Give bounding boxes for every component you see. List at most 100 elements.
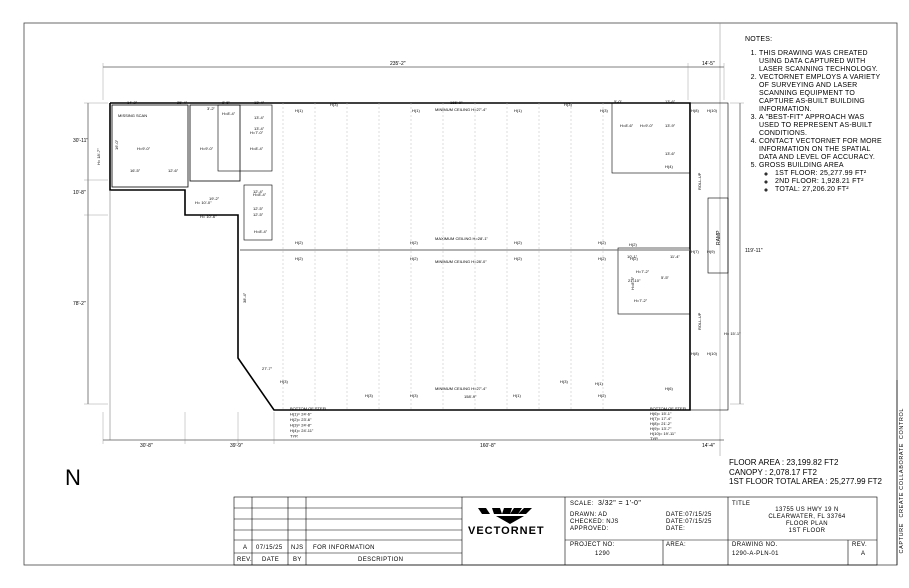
steel-right-line: H(9)= 13'-7" xyxy=(650,426,672,431)
area-label: AREA: xyxy=(666,542,687,548)
steel-left-line: H(2)= 23'-6" xyxy=(290,417,312,422)
interior-dim: 8'-5" xyxy=(222,100,231,105)
dim-left-1: 30'-11" xyxy=(73,138,88,144)
interior-dim: 14'-2" xyxy=(127,100,138,105)
height-tag: H(2) xyxy=(410,256,418,261)
height-tag: H(3) xyxy=(280,379,288,384)
note-item: VECTORNET EMPLOYS A VARIETY OF SURVEYING… xyxy=(759,74,885,114)
height-tag: H(2) xyxy=(295,256,303,261)
label-min-ceiling: MINIMUM CEILING H=28'-0" xyxy=(435,259,487,264)
height-tag: H(8) xyxy=(691,108,699,113)
rev-row-by: NJS xyxy=(291,545,304,551)
interior-dim: 11'-4" xyxy=(670,254,680,259)
interior-dim: 16'-0" xyxy=(114,139,119,150)
interior-dim: H= 10'-6" xyxy=(200,214,217,219)
area-second-floor: 2ND FLOOR: 1,928.21 FT² xyxy=(775,178,885,186)
side-tab-control: CONTROL xyxy=(899,408,905,440)
dim-bottom-2: 39'-9" xyxy=(230,443,243,449)
height-tag: H(2) xyxy=(295,240,303,245)
height-tag: H(2) xyxy=(598,240,606,245)
interior-dim: 3'-2" xyxy=(207,106,216,111)
dim-bottom-4: 14'-4" xyxy=(702,443,715,449)
north-arrow-label: N xyxy=(65,465,81,490)
logo-text: VECTORNET xyxy=(468,525,545,537)
rev-row-description: FOR INFORMATION xyxy=(313,545,375,551)
interior-dim: 12'-5" xyxy=(253,206,264,211)
floor-area: FLOOR AREA : 23,199.82 FT2 xyxy=(729,458,839,467)
interior-dim: H=9'-0" xyxy=(640,123,654,128)
interior-dim: H=8'-4" xyxy=(254,229,268,234)
height-tag: H(1) xyxy=(514,108,522,113)
notes-panel: NOTES: THIS DRAWING WAS CREATED USING DA… xyxy=(745,36,885,194)
note-item: GROSS BUILDING AREA 1ST FLOOR: 25,277.99… xyxy=(759,162,885,194)
interior-dim: 21'-10" xyxy=(628,278,641,283)
note-item: A "BEST-FIT" APPROACH WAS USED TO REPRES… xyxy=(759,114,885,138)
label-ramp: RAMP xyxy=(716,230,722,245)
height-tag: H(2) xyxy=(598,393,606,398)
steel-right-line: H(10)= 19'-11" xyxy=(650,431,676,436)
interior-dim: 12'-6" xyxy=(168,168,179,173)
title-label: TITLE xyxy=(732,501,751,507)
dim-top-overall: 235'-2" xyxy=(390,61,406,67)
date-approved: DATE: xyxy=(666,526,686,532)
height-tag: H(2) xyxy=(410,240,418,245)
height-tag: H(3) xyxy=(330,102,338,107)
height-tag: H(1) xyxy=(595,381,603,386)
interior-dim: 165'-0" xyxy=(450,100,463,105)
interior-dim: H=8'-4" xyxy=(222,111,236,116)
dim-left-4: H= 18'-7" xyxy=(96,148,101,165)
interior-dim: H=8'-4" xyxy=(630,276,635,290)
height-tag: H(2) xyxy=(629,242,637,247)
rev-value: A xyxy=(861,551,866,557)
interior-dim: 27'-7" xyxy=(262,366,273,371)
steel-right-line: H(8)= 21'-2" xyxy=(650,421,672,426)
rev-header-by: BY xyxy=(293,557,302,563)
dim-left-2: 10'-8" xyxy=(73,190,86,196)
interior-dim: H=8'-4" xyxy=(250,146,264,151)
interior-dim: 13'-4" xyxy=(254,100,265,105)
height-tag: H(3) xyxy=(410,393,418,398)
title-lines: 13755 US HWY 19 N CLEARWATER, FL 33764 F… xyxy=(742,507,872,535)
height-tag: H(3) xyxy=(560,379,568,384)
title-floor: 1ST FLOOR xyxy=(788,528,826,534)
side-tab-create: CREATE xyxy=(899,492,905,518)
vectornet-logo-icon xyxy=(478,508,532,524)
label-min-ceiling: MINIMUM CEILING H=27'-4" xyxy=(435,386,487,391)
height-tag: H(1) xyxy=(513,393,521,398)
height-tag: H(2) xyxy=(630,256,638,261)
note-item: THIS DRAWING WAS CREATED USING DATA CAPT… xyxy=(759,50,885,74)
date-checked: DATE:07/15/25 xyxy=(666,519,712,525)
steel-right-line: H(6)= 15'-1" xyxy=(650,411,672,416)
note-item-label: GROSS BUILDING AREA xyxy=(759,162,844,169)
steel-right-line: H(7)= 17'-4" xyxy=(650,416,672,421)
height-tag: H(3) xyxy=(600,108,608,113)
height-tag: H(4) xyxy=(665,164,673,169)
approved-by: APPROVED: xyxy=(570,526,609,532)
dim-bottom-1: 30'-8" xyxy=(140,443,153,449)
height-tag: H(8) xyxy=(691,351,699,356)
interior-dim: 16'-5" xyxy=(130,168,141,173)
scale-label: SCALE: xyxy=(570,501,594,507)
project-no: 1290 xyxy=(595,551,610,557)
interior-dim: 25'-4" xyxy=(177,100,188,105)
height-tag: H(1) xyxy=(412,108,420,113)
interior-dim: 13'-4" xyxy=(254,115,265,120)
interior-dim: 158'-9" xyxy=(464,394,477,399)
label-max-ceiling: MAXIMUM CEILING H=28'-1" xyxy=(435,236,489,241)
steel-left-line: H(4)= 24'-11" xyxy=(290,428,314,433)
label-roll-up: ROLL-UP xyxy=(697,312,702,330)
interior-dim: 13'-6" xyxy=(665,151,676,156)
height-tag: H(2) xyxy=(598,256,606,261)
area-summary: FLOOR AREA : 23,199.82 FT2 CANOPY : 2,07… xyxy=(729,458,882,487)
dim-top-canopy: 14'-5" xyxy=(702,61,715,67)
height-tag: H(10) xyxy=(707,108,718,113)
gross-area-list: 1ST FLOOR: 25,277.99 FT² 2ND FLOOR: 1,92… xyxy=(759,170,885,194)
drawing-no-label: DRAWING NO. xyxy=(732,542,778,548)
notes-title: NOTES: xyxy=(745,36,773,43)
height-tag: H(6) xyxy=(665,386,673,391)
rev-row-date: 07/15/25 xyxy=(256,545,283,551)
note-item: CONTACT VECTORNET FOR MORE INFORMATION O… xyxy=(759,138,885,162)
height-tag: H(9) xyxy=(707,249,715,254)
interior-dim: H=7'-2" xyxy=(634,298,648,303)
interior-dim: H=9'-0" xyxy=(200,146,214,151)
